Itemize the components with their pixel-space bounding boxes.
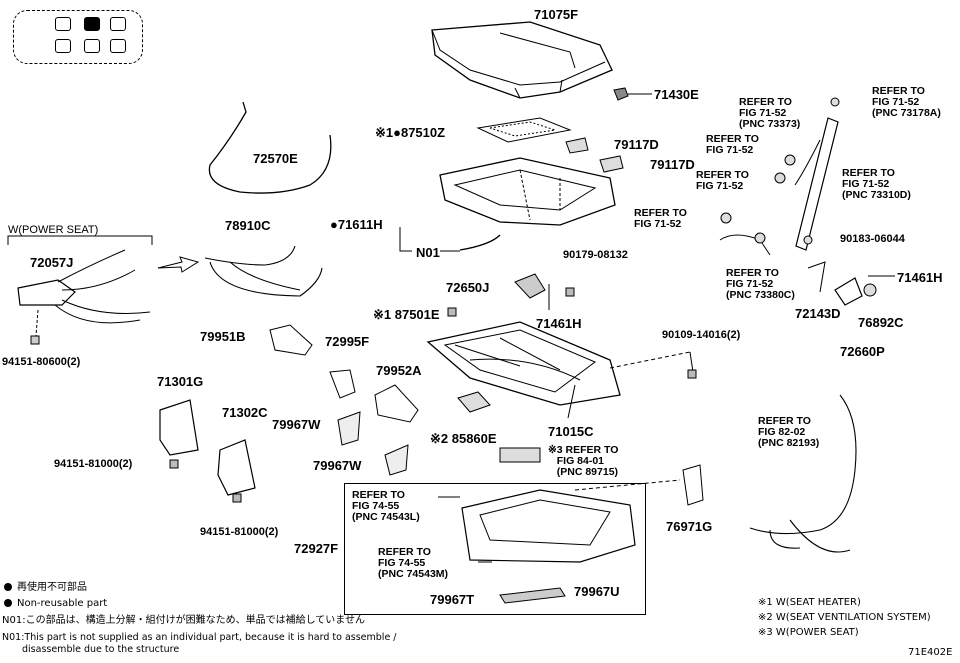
- bracket-71302C: [217, 439, 256, 496]
- heater-sheet-drawing: [476, 117, 572, 143]
- label-72570E: 72570E: [253, 151, 298, 166]
- legend-n01-jp: N01:この部品は、構造上分解・組付けが困難なため、単品では補給していません: [2, 615, 365, 626]
- cover-72927F-drawing: [438, 489, 636, 604]
- pad-79967W-a: [337, 411, 361, 446]
- label-72927F: 72927F: [294, 541, 339, 556]
- filled-dot-icon: [4, 583, 12, 591]
- bracket-76971G: [682, 464, 704, 506]
- legend-nonreuse-jp: 再使用不可部品: [4, 582, 87, 594]
- label-79952A: 79952A: [376, 363, 422, 378]
- refer-73373: REFER TO FIG 71-52 (PNC 73373): [739, 96, 801, 130]
- refer-fig71-52-a: REFER TO FIG 71-52: [706, 133, 759, 156]
- ecu-89715: [499, 447, 541, 463]
- bracket-72995F: [329, 369, 356, 399]
- label-79967U: 79967U: [574, 584, 620, 599]
- label-79117D-a: 79117D: [614, 137, 659, 152]
- label-71075F: 71075F: [534, 7, 579, 22]
- note-seat-ventilation: ※2 W(SEAT VENTILATION SYSTEM): [758, 612, 931, 623]
- label-94151-81000-a: 94151-81000(2): [54, 458, 133, 470]
- bracket-79952A: [374, 384, 419, 423]
- label-76971G: 76971G: [666, 519, 713, 534]
- label-78910C: 78910C: [225, 218, 271, 233]
- legend-n01-en-1: N01:This part is not supplied as an indi…: [2, 632, 397, 643]
- seatbelt-assembly-drawing: [719, 97, 895, 306]
- label-72057J: 72057J: [30, 255, 74, 270]
- refer-89715: ※3 REFER TO FIG 84-01 (PNC 89715): [548, 444, 619, 478]
- label-N01: N01: [416, 245, 440, 260]
- pad-79967W-b: [384, 444, 409, 476]
- label-71302C: 71302C: [222, 405, 268, 420]
- bracket-71301G: [159, 399, 199, 456]
- label-94151-81000-b: 94151-81000(2): [200, 526, 279, 538]
- label-90109-14016: 90109-14016(2): [662, 329, 741, 341]
- label-87501E: ※1 87501E: [373, 307, 440, 322]
- figure-code: 71E402E: [908, 647, 953, 658]
- refer-73380C: REFER TO FIG 71-52 (PNC 73380C): [726, 267, 795, 301]
- label-79951B: 79951B: [200, 329, 246, 344]
- label-79117D-b: 79117D: [650, 157, 695, 172]
- label-71015C: 71015C: [548, 424, 594, 439]
- arrow: [157, 256, 200, 273]
- refer-fig71-52-b: REFER TO FIG 71-52: [696, 169, 749, 192]
- harness-72570E: [208, 101, 332, 194]
- label-94151-80600: 94151-80600(2): [2, 356, 81, 368]
- cover-frame-box: [344, 483, 646, 615]
- label-79967T: 79967T: [430, 592, 475, 607]
- power-seat-bracket: [7, 235, 153, 245]
- label-71461H-a: 71461H: [536, 316, 582, 331]
- label-power-seat: W(POWER SEAT): [8, 224, 99, 236]
- label-79967W-a: 79967W: [272, 417, 321, 432]
- label-76892C: 76892C: [858, 315, 904, 330]
- legend-nonreuse-en: Non-reusable part: [4, 598, 107, 610]
- label-71430E: 71430E: [654, 87, 699, 102]
- label-87510Z: ※1●87510Z: [375, 125, 446, 140]
- legend-n01-en-2: disassemble due to the structure: [22, 644, 180, 655]
- label-72995F: 72995F: [325, 334, 370, 349]
- harness-82193: [749, 394, 857, 553]
- refer-73178A: REFER TO FIG 71-52 (PNC 73178A): [872, 85, 941, 119]
- refer-74543L: REFER TO FIG 74-55 (PNC 74543L): [352, 489, 420, 523]
- filled-dot-icon: [4, 599, 12, 607]
- label-71611H: ●71611H: [330, 217, 383, 232]
- label-72660P: 72660P: [840, 344, 885, 359]
- refer-73310D: REFER TO FIG 71-52 (PNC 73310D): [842, 167, 911, 201]
- pad-79117D-b: [599, 155, 624, 173]
- label-85860E: ※2 85860E: [430, 431, 497, 446]
- label-71461H-b: 71461H: [897, 270, 943, 285]
- cushion-pad-drawing: [431, 21, 613, 99]
- harness-78910C: [204, 245, 323, 297]
- label-72650J: 72650J: [446, 280, 490, 295]
- motor-72057J-drawing: [17, 249, 151, 345]
- refer-fig71-52-c: REFER TO FIG 71-52: [634, 207, 687, 230]
- motor-72650J: [514, 273, 546, 299]
- label-90183-06044: 90183-06044: [840, 233, 905, 245]
- seat-locator-icon: [13, 10, 143, 64]
- refer-82193: REFER TO FIG 82-02 (PNC 82193): [758, 415, 820, 449]
- refer-74543M: REFER TO FIG 74-55 (PNC 74543M): [378, 546, 449, 580]
- pad-79117D-a: [565, 137, 589, 154]
- note-power-seat: ※3 W(POWER SEAT): [758, 627, 859, 638]
- bracket-79951B: [269, 324, 313, 356]
- cushion-71611H-drawing: [439, 157, 616, 226]
- n01-harness: [459, 234, 501, 251]
- fan-85860E: [457, 391, 491, 413]
- label-71301G: 71301G: [157, 374, 204, 389]
- frame-71015C-drawing: [426, 321, 621, 419]
- label-72143D: 72143D: [795, 306, 841, 321]
- label-79967W-b: 79967W: [313, 458, 362, 473]
- clip-71430E: [613, 87, 629, 101]
- note-seat-heater: ※1 W(SEAT HEATER): [758, 597, 861, 608]
- label-90179-08132: 90179-08132: [563, 249, 628, 261]
